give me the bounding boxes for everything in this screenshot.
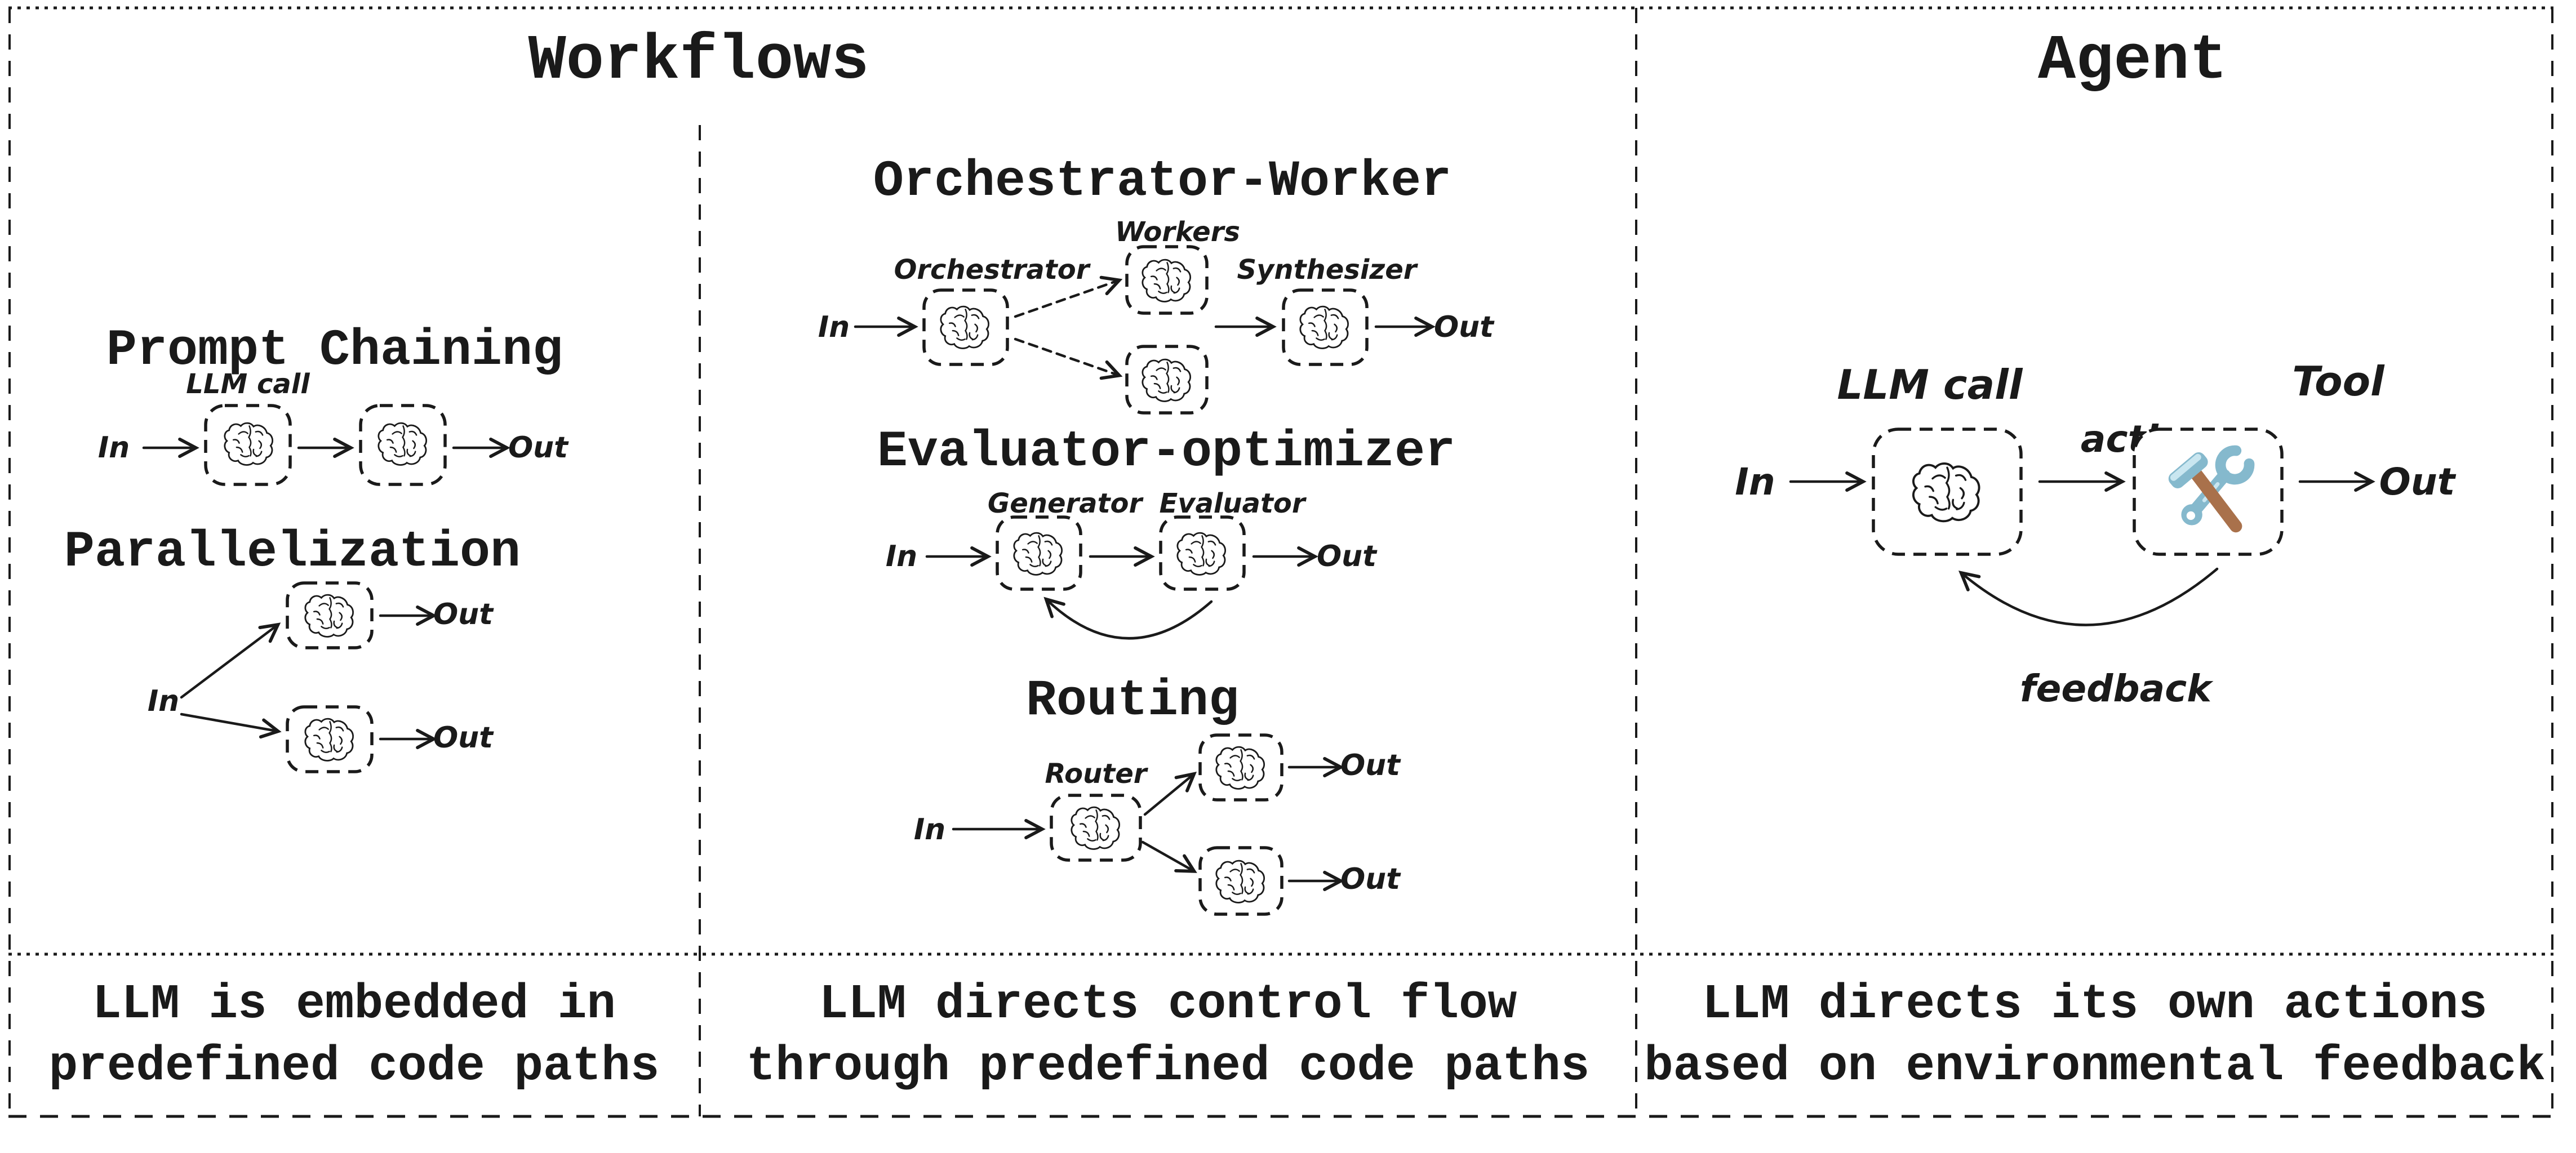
caption-line: LLM directs control flow [819,976,1517,1032]
out-label: Out [1317,540,1378,573]
caption-line: through predefined code paths [746,1039,1590,1094]
brain-icon [1215,860,1265,903]
workflows-panel-title: Workflows [528,25,869,97]
agent-caption: LLM directs its own actions based on env… [1636,954,2553,1116]
in-label: In [148,684,179,718]
out-label: Out [1340,862,1401,896]
out-label: Out [1340,749,1401,782]
out-label: Out [433,598,494,631]
brain-icon [1013,532,1063,576]
evaluator-optimizer-title: Evaluator-optimizer [877,424,1456,481]
feedback-label: feedback [2020,667,2214,710]
llm-call-label: LLM call [186,368,310,400]
orchestrator-label: Orchestrator [894,254,1091,286]
brain-icon [1142,259,1192,302]
tool-label: Tool [2292,358,2385,405]
out-label: Out [508,431,569,465]
orchestrator-worker-title: Orchestrator-Worker [873,153,1452,211]
llm-call-label: LLM call [1837,361,2023,408]
router-label: Router [1045,758,1149,790]
feedback-loop-arrow [1958,567,2219,626]
in-label: In [914,813,945,847]
brain-icon [1299,305,1349,349]
feedback-loop-arrow [1043,596,1213,640]
prompt-chaining-title: Prompt Chaining [106,322,563,380]
parallelization-diagram: In Out Out [148,581,494,773]
brain-icon [304,718,354,762]
synthesizer-label: Synthesizer [1237,254,1419,286]
brain-icon [1912,462,1980,523]
route-arrow [1143,772,1197,816]
out-label: Out [1434,310,1495,344]
out-label: Out [433,721,494,755]
prompt-chaining-diagram: In LLM call Out [98,368,569,486]
branch-arrow [180,622,281,699]
caption-line: LLM directs its own actions [1702,976,2488,1032]
routing-title: Routing [1025,673,1240,730]
brain-icon [1215,746,1265,790]
agent-diagram: LLM call Tool action In Out feedback [1735,358,2457,710]
in-label: In [818,310,850,344]
evaluator-label: Evaluator [1159,488,1307,519]
workers-label: Workers [1115,216,1240,248]
caption-line: predefined code paths [48,1039,660,1094]
generator-label: Generator [988,488,1144,519]
route-arrow [1141,840,1197,873]
dispatch-arrow [1014,337,1123,380]
brain-icon [1071,806,1121,850]
dispatch-arrow [1014,275,1123,318]
in-label: In [886,540,917,573]
agent-panel-title: Agent [2037,25,2228,97]
caption-line: LLM is embedded in [92,976,616,1032]
brain-icon [940,305,990,349]
workflows-middle-caption: LLM directs control flow through predefi… [700,954,1636,1116]
evaluator-optimizer-diagram: Generator Evaluator In Out [886,488,1378,640]
branch-arrow [180,713,282,739]
out-label: Out [2379,460,2457,504]
orchestrator-worker-diagram: Workers Orchestrator Synthesizer In Out [818,216,1495,415]
workflows-left-caption: LLM is embedded in predefined code paths [8,954,700,1116]
brain-icon [377,422,428,466]
routing-diagram: Router In Out Out [914,733,1401,916]
in-label: In [1735,460,1775,504]
brain-icon [1142,358,1192,402]
brain-icon [1176,532,1227,576]
brain-icon [304,594,354,638]
brain-icon [224,422,274,466]
parallelization-title: Parallelization [64,524,521,581]
caption-line: based on environmental feedback [1644,1039,2546,1094]
in-label: In [98,431,130,465]
